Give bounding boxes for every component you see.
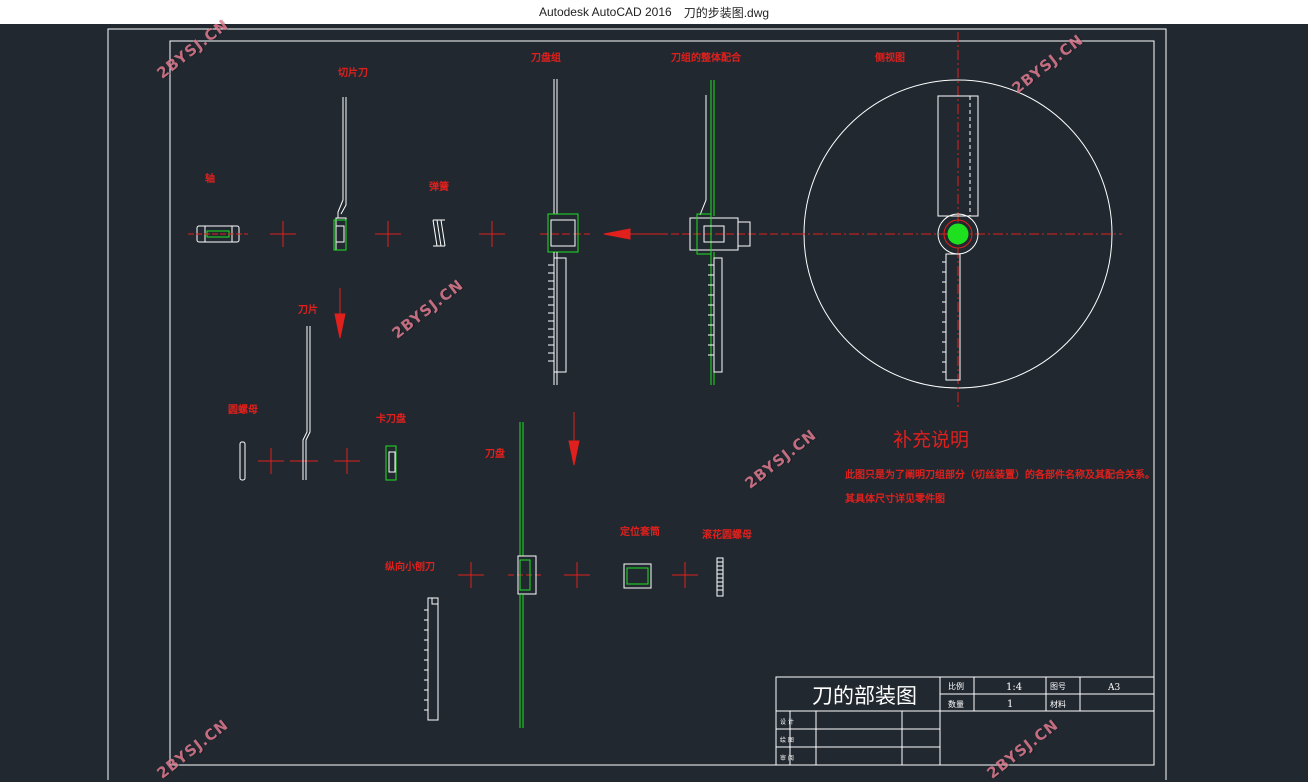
sheet-outer-border (107, 28, 1167, 780)
label-kadaopan: 卡刀盘 (376, 412, 406, 425)
part-disc-group[interactable] (547, 79, 579, 385)
part-side-view[interactable] (795, 32, 1122, 410)
label-yuanluomu: 圆螺母 (228, 403, 258, 416)
label-zhou: 轴 (205, 172, 215, 185)
label-daopian: 刀片 (298, 303, 318, 316)
part-clamp-disc[interactable] (385, 445, 397, 481)
title-block-qty-value: 1 (1007, 699, 1013, 710)
part-blade[interactable] (302, 326, 311, 480)
label-qiepiandao: 切片刀 (338, 66, 368, 79)
note-title: 补充说明 (893, 429, 969, 451)
part-planer[interactable] (424, 597, 439, 721)
label-ceshitu: 侧视图 (875, 51, 905, 64)
part-shaft[interactable] (188, 225, 248, 243)
title-block-reviewer: 审 阅 (780, 754, 794, 762)
title-block-name: 刀的部装图 (812, 684, 917, 708)
title-block-material-label: 材料 (1050, 699, 1066, 709)
title-block-drawing-no-label: 图号 (1050, 682, 1066, 691)
sheet-inner-border (169, 40, 1155, 766)
label-zongxiang: 纵向小刨刀 (385, 560, 435, 573)
flow-arrows (334, 228, 660, 466)
label-gunhua: 滚花圆螺母 (702, 528, 752, 541)
part-slicing-knife[interactable] (333, 97, 347, 251)
title-block-scale-label: 比例 (948, 681, 964, 691)
note-line-1: 此图只是为了阐明刀组部分（切丝装置）的各部件名称及其配合关系。 (845, 468, 1155, 481)
label-dingwei: 定位套筒 (620, 525, 660, 538)
title-block-drawing-no-value: A3 (1107, 683, 1120, 693)
label-zhengti: 刀组的整体配合 (671, 51, 742, 64)
app-title: Autodesk AutoCAD 2016 (538, 5, 672, 19)
window-title-bar: Autodesk AutoCAD 2016 刀的步装图.dwg (0, 0, 1308, 24)
title-block-drafter: 绘 图 (780, 736, 794, 744)
part-round-nut[interactable] (239, 441, 246, 481)
label-tanhuang: 弹簧 (429, 180, 449, 193)
part-assembly[interactable] (689, 80, 751, 385)
title-block (775, 676, 1155, 766)
title-block-qty-label: 数量 (948, 699, 964, 709)
drawing-canvas[interactable]: 切片刀 刀盘组 刀组的整体配合 侧视图 轴 弹簧 刀片 圆螺母 卡刀盘 刀盘 定… (0, 24, 1308, 780)
note-line-2: 其具体尺寸详见零件图 (845, 492, 945, 505)
file-name: 刀的步装图.dwg (683, 5, 770, 20)
title-block-designer: 设 计 (780, 718, 794, 726)
label-daopanzu: 刀盘组 (531, 51, 561, 64)
label-daopan: 刀盘 (485, 447, 505, 460)
part-disc[interactable] (517, 422, 537, 728)
part-knurled-nut[interactable] (716, 557, 724, 597)
part-locating-sleeve[interactable] (623, 563, 652, 589)
title-block-scale-value: 1:4 (1006, 682, 1022, 693)
part-spring[interactable] (432, 219, 446, 247)
